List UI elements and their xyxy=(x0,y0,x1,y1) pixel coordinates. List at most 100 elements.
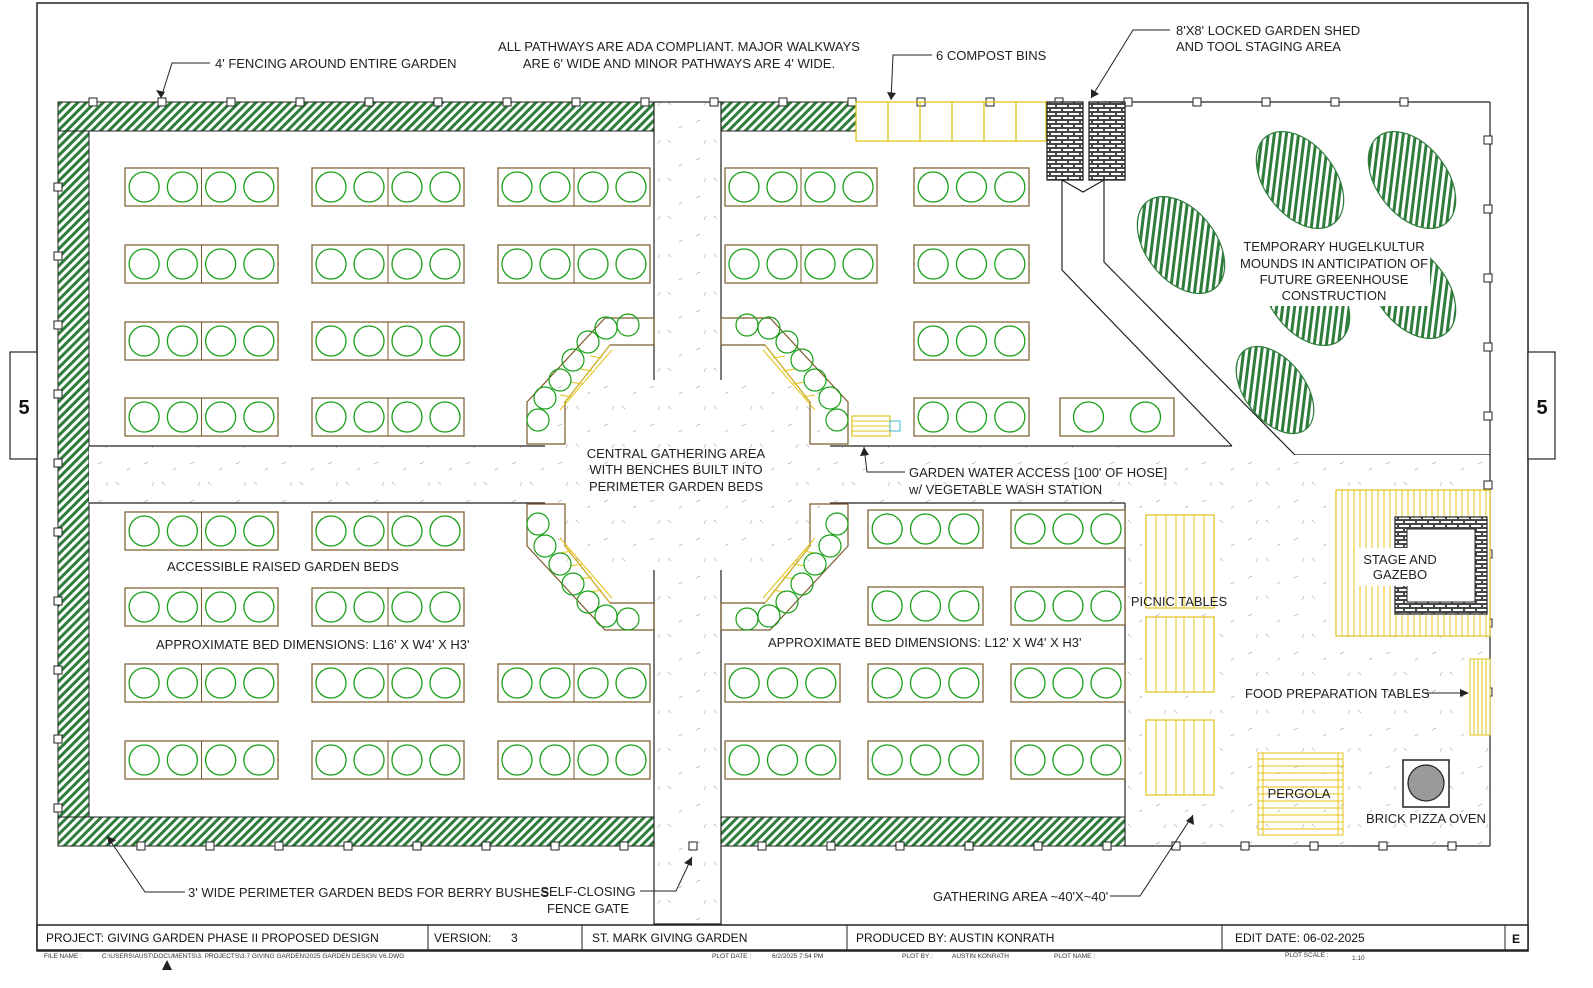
plant-icon xyxy=(775,330,799,354)
plant-icon xyxy=(766,667,799,699)
fence-post xyxy=(1483,411,1493,421)
raised-bed xyxy=(311,244,465,284)
plant-icon xyxy=(429,591,461,623)
plant-icon xyxy=(315,744,347,776)
fence-post xyxy=(1309,841,1319,851)
label-gate-1: SELF-CLOSING xyxy=(540,884,635,899)
plant-icon xyxy=(728,248,760,280)
plant-icon xyxy=(166,515,199,547)
tb-version-value: 3 xyxy=(511,931,518,945)
bed-frame xyxy=(913,321,1030,361)
raised-bed xyxy=(311,740,465,780)
plant-icon xyxy=(526,408,550,432)
fence-post xyxy=(53,596,63,606)
label-hugel-3: FUTURE GREENHOUSE xyxy=(1260,272,1409,287)
fence-post xyxy=(778,97,788,107)
plant-icon xyxy=(391,248,423,280)
plant-icon xyxy=(790,572,814,596)
plant-icon xyxy=(1014,590,1046,622)
plant-icon xyxy=(594,604,618,628)
plant-icon xyxy=(616,607,640,631)
fence-post xyxy=(1399,97,1409,107)
plant-icon xyxy=(243,325,275,357)
label-compost: 6 COMPOST BINS xyxy=(936,48,1047,63)
tb-sheet: E xyxy=(1512,932,1520,946)
tb-file-name-value: C:\USERS\AUST\DOCUMENTS\3. PROJECTS\3.7 … xyxy=(102,953,404,960)
raised-bed xyxy=(124,511,279,551)
fence-post xyxy=(895,841,905,851)
raised-bed xyxy=(724,244,878,284)
plant-icon xyxy=(243,515,275,547)
plant-icon xyxy=(871,667,903,699)
picnic-tables xyxy=(1145,514,1215,796)
plant-icon xyxy=(1129,401,1162,433)
raised-bed xyxy=(497,167,651,207)
fence-post xyxy=(1102,841,1112,851)
plant-icon xyxy=(909,744,942,776)
fence-post xyxy=(53,803,63,813)
bed-frame xyxy=(913,167,1030,207)
plant-icon xyxy=(243,401,275,433)
plant-icon xyxy=(391,667,423,699)
plant-icon xyxy=(353,325,385,357)
fence-post xyxy=(481,841,491,851)
sheet-border xyxy=(36,2,1529,952)
plant-icon xyxy=(204,667,237,699)
plant-icon xyxy=(1090,513,1122,545)
plant-icon xyxy=(766,248,798,280)
plant-icon xyxy=(803,552,827,576)
tb-file-name-label: FILE NAME : xyxy=(44,953,82,960)
plant-icon xyxy=(429,515,461,547)
plant-icon xyxy=(805,667,837,699)
plant-icon xyxy=(577,667,609,699)
bed-frame xyxy=(913,244,1030,284)
plant-icon xyxy=(948,513,980,545)
plant-icon xyxy=(615,248,647,280)
fence-post xyxy=(53,182,63,192)
plant-icon xyxy=(735,607,759,631)
garden-shed xyxy=(1046,101,1126,193)
plant-icon xyxy=(315,325,347,357)
label-central-2: WITH BENCHES BUILT INTO xyxy=(589,462,762,477)
plant-icon xyxy=(204,744,237,776)
fence-post xyxy=(205,841,215,851)
plant-icon xyxy=(391,591,423,623)
label-hugel-2: MOUNDS IN ANTICIPATION OF xyxy=(1240,256,1428,271)
raised-bed xyxy=(124,740,279,780)
plant-icon xyxy=(818,386,842,410)
fence-post xyxy=(53,320,63,330)
fence-post xyxy=(1378,841,1388,851)
tb-plot-by-value: AUSTIN KONRATH xyxy=(952,953,1009,960)
table-outline xyxy=(1145,514,1215,609)
plant-icon xyxy=(243,248,275,280)
plant-icon xyxy=(1014,744,1046,776)
tb-plot-scale-label: PLOT SCALE : xyxy=(1285,952,1329,959)
raised-bed xyxy=(867,586,984,626)
hugel-label-bg xyxy=(1238,236,1430,306)
section-marker-right-box xyxy=(1527,351,1556,460)
plant-icon xyxy=(735,313,759,337)
fence-post xyxy=(502,97,512,107)
raised-bed xyxy=(124,167,279,207)
plant-icon xyxy=(909,667,942,699)
label-water-2: w/ VEGETABLE WASH STATION xyxy=(908,482,1102,497)
fence-post xyxy=(688,841,698,851)
fence-post xyxy=(619,841,629,851)
plant-icon xyxy=(871,590,903,622)
plant-icon xyxy=(1090,590,1122,622)
plant-icon xyxy=(994,248,1026,280)
pergola xyxy=(1257,752,1344,836)
plant-icon xyxy=(204,325,237,357)
plant-icon xyxy=(994,325,1026,357)
plant-icon xyxy=(994,401,1026,433)
plant-icon xyxy=(204,401,237,433)
plant-icon xyxy=(166,401,199,433)
leader-lines xyxy=(106,29,1467,897)
fence-post xyxy=(1033,841,1043,851)
plant-icon xyxy=(429,171,461,203)
raised-bed xyxy=(867,509,984,549)
picnic-table xyxy=(1145,719,1215,796)
picnic-table xyxy=(1145,616,1215,693)
plant-icon xyxy=(955,171,988,203)
plant-icon xyxy=(243,744,275,776)
